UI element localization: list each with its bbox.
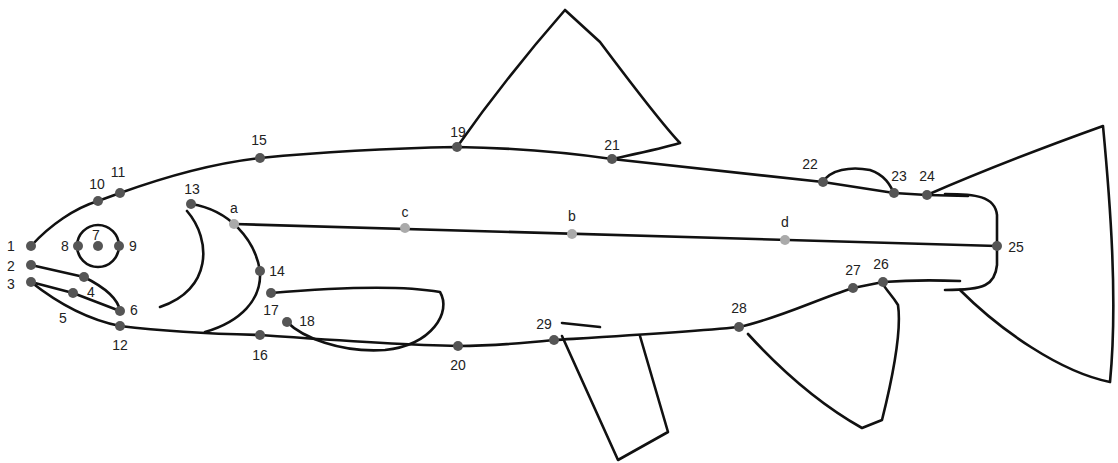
callout-number: 17: [263, 303, 279, 317]
landmark-dot: [878, 277, 888, 287]
callout-number: 26: [873, 257, 889, 271]
callout-number: 27: [845, 263, 861, 277]
landmark-dot: [79, 272, 89, 282]
landmark-dot: [68, 288, 78, 298]
callout-number: 28: [731, 301, 747, 315]
callout-number: 22: [802, 157, 818, 171]
lateral-dot: [400, 223, 410, 233]
callout-number: 20: [450, 358, 466, 372]
dorsal-fin: [457, 10, 680, 159]
landmark-dot: [115, 188, 125, 198]
callout-number: 25: [1008, 240, 1024, 254]
landmark-dot: [282, 317, 292, 327]
callout-number: 4: [87, 285, 95, 299]
landmark-dot: [452, 142, 462, 152]
landmark-dot: [453, 341, 463, 351]
landmark-dot: [73, 241, 83, 251]
landmark-dot: [992, 241, 1002, 251]
lateral-dot: [780, 235, 790, 245]
callout-number: 9: [129, 239, 137, 253]
landmark-letter: c: [402, 205, 409, 219]
landmark-dot: [266, 288, 276, 298]
landmark-dot: [549, 335, 559, 345]
landmark-dots: [26, 142, 1002, 351]
caudal-fin: [927, 126, 1113, 382]
callout-number: 5: [59, 311, 67, 325]
callout-number: 15: [251, 133, 267, 147]
callout-number: 11: [111, 165, 126, 179]
pectoral-fin: [271, 288, 443, 350]
anal-fin: [748, 284, 899, 428]
callout-number: 10: [89, 177, 105, 191]
landmark-dot: [115, 306, 125, 316]
callout-number: 8: [61, 239, 69, 253]
landmark-dot: [255, 330, 265, 340]
lateral-line: [234, 224, 997, 246]
lower-jaw: [31, 282, 120, 311]
callout-number: 16: [252, 348, 268, 362]
landmark-dot: [115, 321, 125, 331]
landmark-dot: [255, 266, 265, 276]
landmark-letter: a: [230, 201, 238, 215]
pelvic-fin: [562, 336, 668, 460]
landmark-dot: [818, 177, 828, 187]
callout-number: 3: [7, 277, 15, 291]
landmark-dot: [114, 241, 124, 251]
landmark-dot: [607, 154, 617, 164]
landmark-dot: [848, 283, 858, 293]
caudal-peduncle: [945, 194, 997, 290]
callout-number: 14: [269, 264, 285, 278]
callout-number: 18: [299, 314, 315, 328]
landmark-dot: [255, 153, 265, 163]
callout-number: 29: [536, 317, 552, 331]
landmark-letter: b: [568, 209, 576, 223]
lateral-line-dots: [229, 219, 790, 245]
adipose-fin: [823, 169, 894, 194]
eye: [77, 225, 119, 267]
callout-number: 19: [450, 125, 466, 139]
callout-number: 1: [7, 239, 15, 253]
callout-number: 13: [184, 182, 200, 196]
lateral-dot: [229, 219, 239, 229]
callout-number: 6: [130, 303, 138, 317]
callout-number: 23: [891, 169, 907, 183]
landmark-dot: [26, 260, 36, 270]
lateral-dot: [567, 229, 577, 239]
landmark-dot: [93, 241, 103, 251]
ventral-contour: [31, 280, 960, 346]
landmark-dot: [734, 322, 744, 332]
landmark-dot: [93, 196, 103, 206]
callout-number: 12: [112, 338, 128, 352]
landmark-dot: [26, 241, 36, 251]
callout-number: 2: [7, 259, 15, 273]
upper-jaw: [31, 265, 120, 311]
landmark-letter: d: [781, 215, 789, 229]
preoperculum: [160, 211, 203, 307]
landmark-dot: [26, 277, 36, 287]
fish-body: [31, 10, 1113, 460]
callout-number: 7: [92, 228, 100, 242]
landmark-dot: [889, 188, 899, 198]
callout-number: 21: [604, 138, 620, 152]
callout-number: 24: [919, 169, 935, 183]
landmark-dot: [922, 190, 932, 200]
landmark-dot: [186, 199, 196, 209]
pelvic-fin-base: [562, 323, 600, 327]
